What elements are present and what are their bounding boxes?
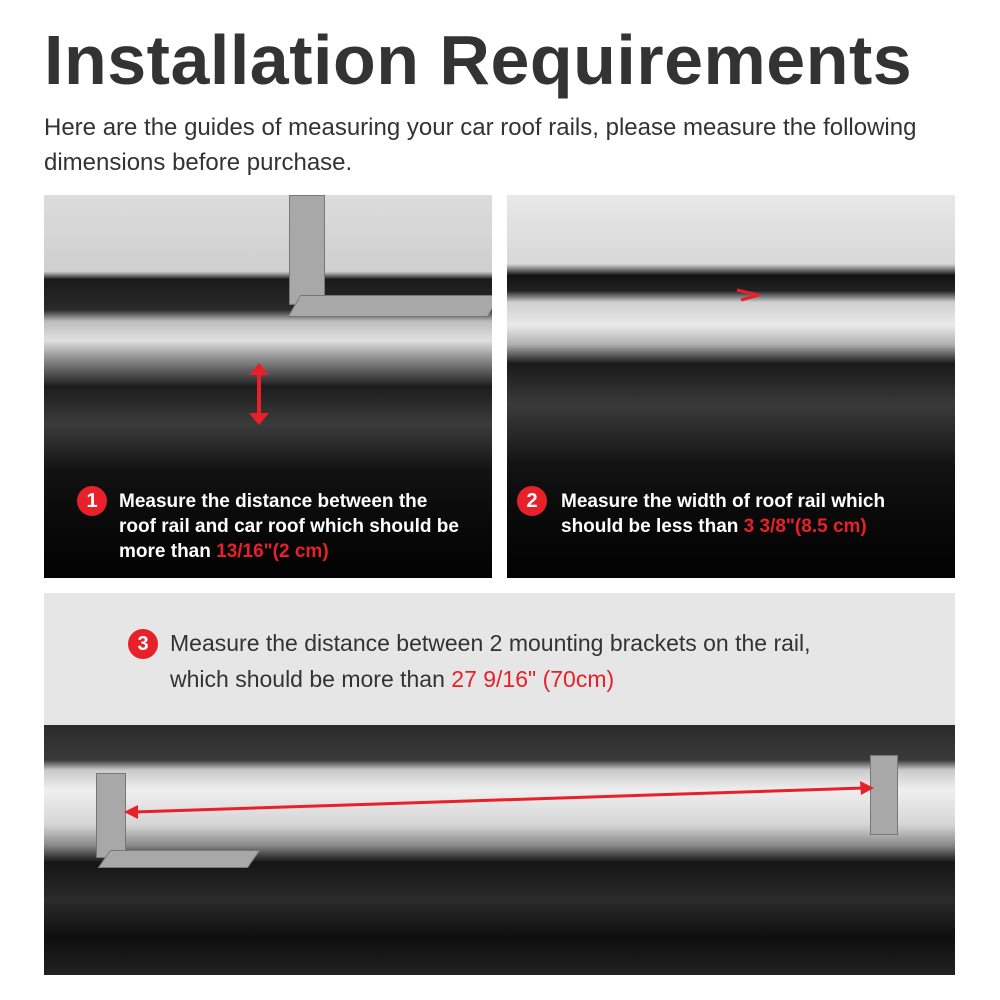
step-number-badge: 3 bbox=[128, 629, 158, 659]
step-1-caption: Measure the distance between the roof ra… bbox=[119, 491, 459, 562]
step-2-caption: Measure the width of roof rail which sho… bbox=[561, 491, 886, 537]
step-2-panel: 2 Measure the width of roof rail which s… bbox=[507, 195, 955, 578]
width-arrow-icon bbox=[736, 288, 760, 302]
step-1-panel: 1 Measure the distance between the roof … bbox=[44, 195, 492, 578]
mounting-bracket bbox=[870, 755, 898, 835]
height-arrow-icon bbox=[249, 363, 269, 425]
step-3-caption: Measure the distance between 2 mounting … bbox=[170, 630, 811, 692]
roof-rail-photo bbox=[44, 725, 955, 975]
step-number-badge: 1 bbox=[77, 486, 107, 516]
step-3-panel: 3 Measure the distance between 2 mountin… bbox=[44, 593, 955, 975]
page-title: Installation Requirements bbox=[44, 21, 913, 99]
mounting-bracket bbox=[289, 195, 325, 305]
subtitle: Here are the guides of measuring your ca… bbox=[44, 114, 917, 176]
mounting-bracket bbox=[97, 850, 261, 868]
mounting-bracket bbox=[96, 773, 126, 858]
step-number-badge: 2 bbox=[517, 486, 547, 516]
mounting-bracket bbox=[287, 295, 492, 317]
distance-arrow-icon bbox=[124, 781, 874, 819]
